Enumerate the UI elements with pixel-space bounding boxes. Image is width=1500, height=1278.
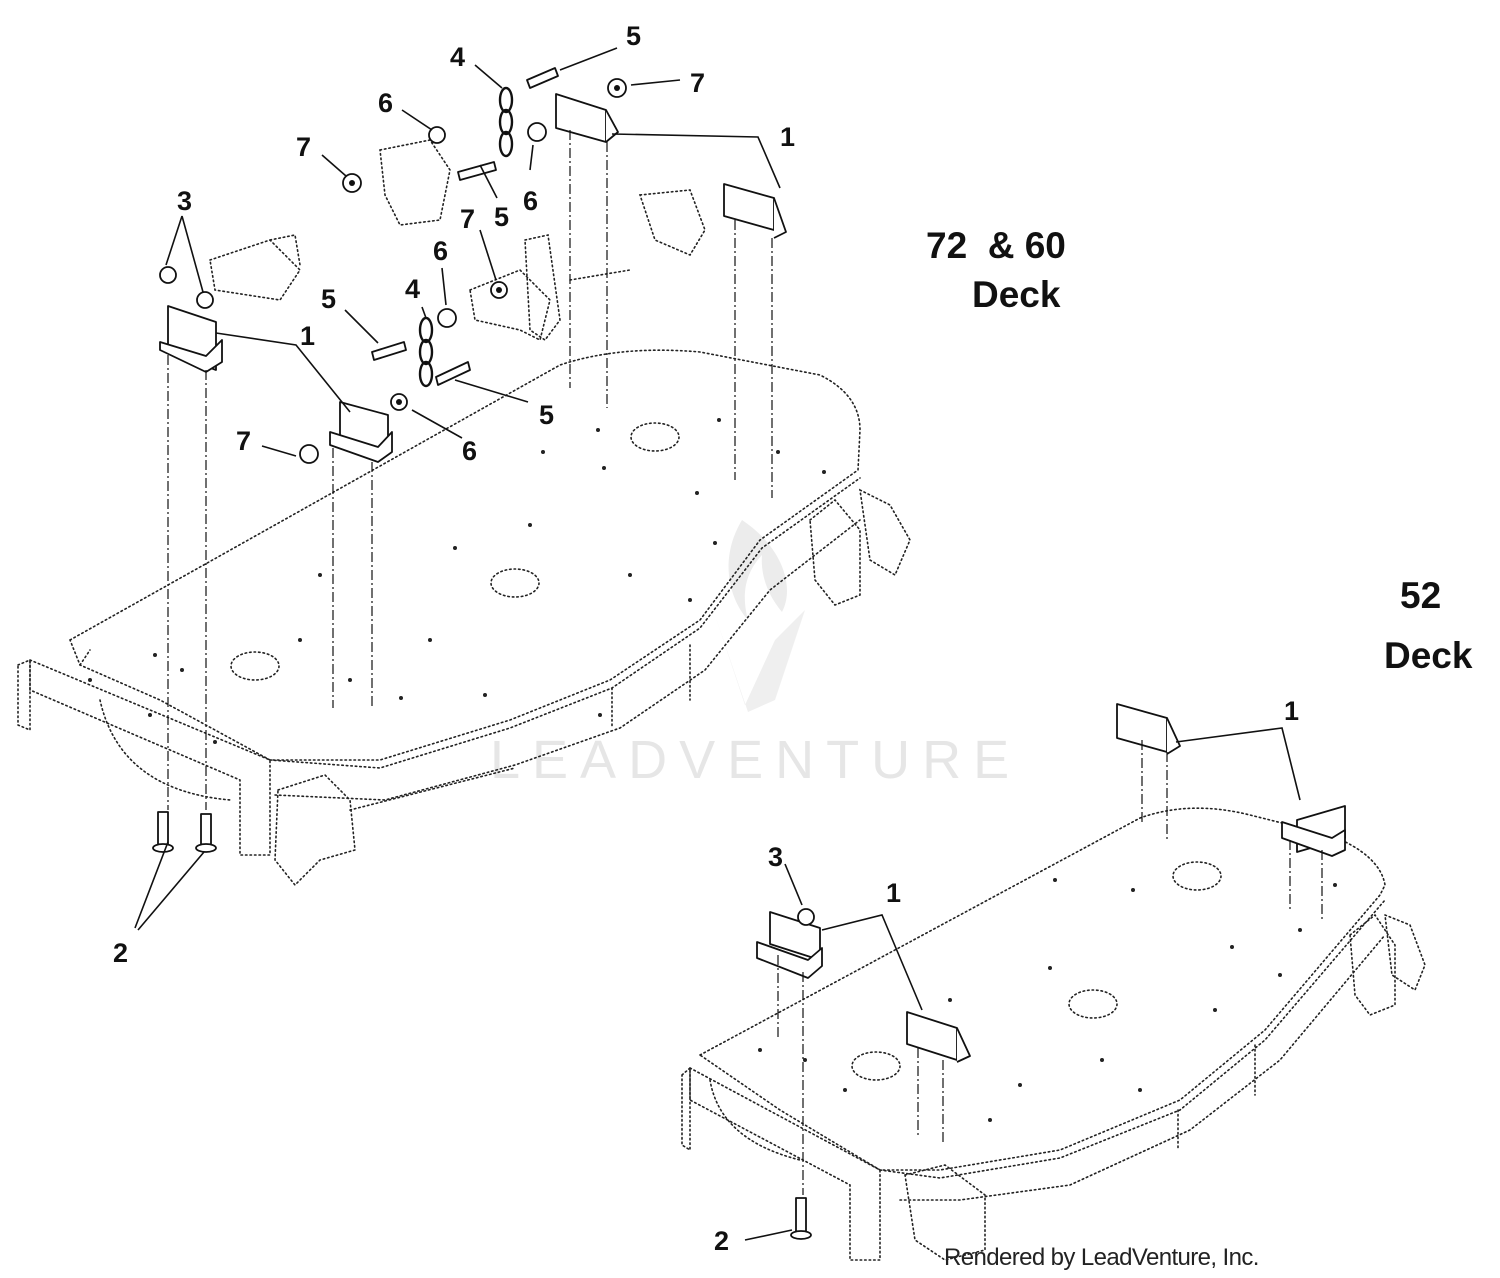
- callout-1b: 1: [300, 321, 315, 351]
- callout-3a: 3: [177, 186, 192, 216]
- callout-2b: 2: [714, 1226, 729, 1256]
- callouts: 1 1 1 1 1 2 2 3 3 4 4 5 5 5 5 6 6 6 6 7 …: [113, 21, 1299, 1256]
- callout-5b: 5: [494, 202, 509, 232]
- callout-2a: 2: [113, 938, 128, 968]
- deck-52-word: Deck: [1384, 635, 1473, 676]
- callout-4a: 4: [450, 42, 465, 72]
- callout-5d: 5: [539, 400, 554, 430]
- deck-72-60-size: 72 & 60: [926, 225, 1066, 266]
- deck-52: [681, 807, 1426, 1261]
- watermark-logo: [715, 520, 805, 712]
- callout-5c: 5: [321, 284, 336, 314]
- callout-6a: 6: [378, 88, 393, 118]
- callout-3b: 3: [768, 842, 783, 872]
- render-credit: Rendered by LeadVenture, Inc.: [944, 1244, 1259, 1271]
- deck-72-60: [17, 139, 911, 887]
- callout-1a: 1: [780, 122, 795, 152]
- callout-1c: 1: [1284, 696, 1299, 726]
- callout-7c: 7: [460, 204, 475, 234]
- callout-7b: 7: [690, 68, 705, 98]
- callout-6d: 6: [462, 436, 477, 466]
- callout-7a: 7: [296, 132, 311, 162]
- callout-1d: 1: [886, 878, 901, 908]
- callout-6c: 6: [433, 236, 448, 266]
- callout-6b: 6: [523, 186, 538, 216]
- callout-7d: 7: [236, 426, 251, 456]
- deck-52-hardware: [744, 703, 1346, 1241]
- deck-72-60-word: Deck: [972, 274, 1061, 315]
- deck-72-60-hardware: [134, 47, 787, 931]
- deck-52-size: 52: [1400, 575, 1441, 616]
- callout-5a: 5: [626, 21, 641, 51]
- callout-4b: 4: [405, 274, 420, 304]
- watermark-text: LEADVENTURE: [490, 730, 1021, 790]
